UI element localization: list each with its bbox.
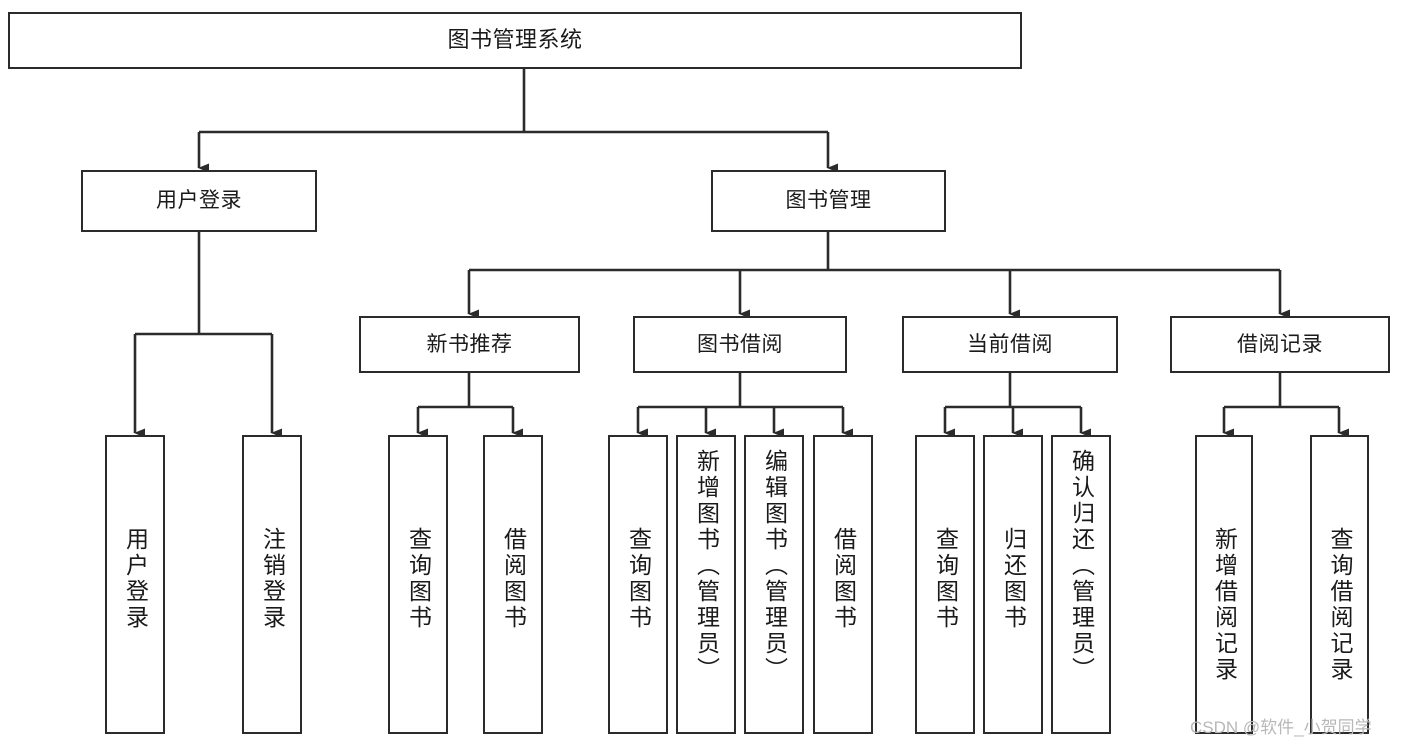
node-new-book-rec[interactable]: 新书推荐	[359, 316, 580, 373]
node-label: 借阅图书	[500, 527, 527, 631]
node-label: 新增图书（管理员）	[693, 449, 720, 683]
csdn-watermark: CSDN @软件_小贺同学	[1190, 718, 1372, 737]
node-leaf-query-record[interactable]: 查询借阅记录	[1310, 435, 1369, 734]
node-leaf-return-book[interactable]: 归还图书	[983, 435, 1043, 734]
node-label: 查询图书	[405, 527, 432, 631]
node-user-login[interactable]: 用户登录	[81, 170, 317, 232]
node-leaf-borrow-book-1[interactable]: 借阅图书	[483, 435, 543, 734]
node-current-borrow[interactable]: 当前借阅	[902, 316, 1118, 373]
node-label: 图书管理	[785, 189, 872, 213]
node-leaf-query-book-2[interactable]: 查询图书	[608, 435, 668, 734]
node-label: 注销登录	[259, 527, 286, 631]
node-leaf-borrow-book-2[interactable]: 借阅图书	[813, 435, 873, 734]
node-leaf-add-book[interactable]: 新增图书（管理员）	[676, 435, 736, 734]
node-leaf-add-record[interactable]: 新增借阅记录	[1195, 435, 1253, 734]
node-label: 借阅图书	[830, 527, 857, 631]
node-leaf-edit-book[interactable]: 编辑图书（管理员）	[744, 435, 804, 734]
node-borrow-record[interactable]: 借阅记录	[1170, 316, 1390, 373]
node-label: 新书推荐	[426, 332, 513, 356]
node-label: 归还图书	[1000, 527, 1027, 631]
node-label: 编辑图书（管理员）	[761, 449, 788, 683]
node-leaf-logout[interactable]: 注销登录	[242, 435, 302, 734]
edge-group	[133, 69, 1349, 438]
node-label: 确认归还（管理员）	[1068, 449, 1095, 683]
node-leaf-confirm-return[interactable]: 确认归还（管理员）	[1051, 435, 1111, 734]
node-label: 图书管理系统	[447, 27, 583, 53]
node-root[interactable]: 图书管理系统	[8, 12, 1022, 69]
node-label: 查询借阅记录	[1327, 527, 1353, 683]
node-label: 图书借阅	[697, 332, 783, 356]
node-label: 查询图书	[932, 527, 959, 631]
node-leaf-query-book-3[interactable]: 查询图书	[915, 435, 975, 734]
node-label: 用户登录	[122, 527, 149, 631]
node-label: 新增借阅记录	[1211, 527, 1238, 683]
node-book-manage[interactable]: 图书管理	[711, 170, 946, 232]
node-label: 当前借阅	[967, 332, 1053, 356]
node-label: 用户登录	[156, 189, 242, 213]
node-book-borrow[interactable]: 图书借阅	[633, 316, 847, 373]
node-label: 借阅记录	[1237, 332, 1323, 356]
node-label: 查询图书	[625, 527, 652, 631]
node-leaf-query-book-1[interactable]: 查询图书	[388, 435, 448, 734]
node-leaf-user-login[interactable]: 用户登录	[105, 435, 165, 734]
